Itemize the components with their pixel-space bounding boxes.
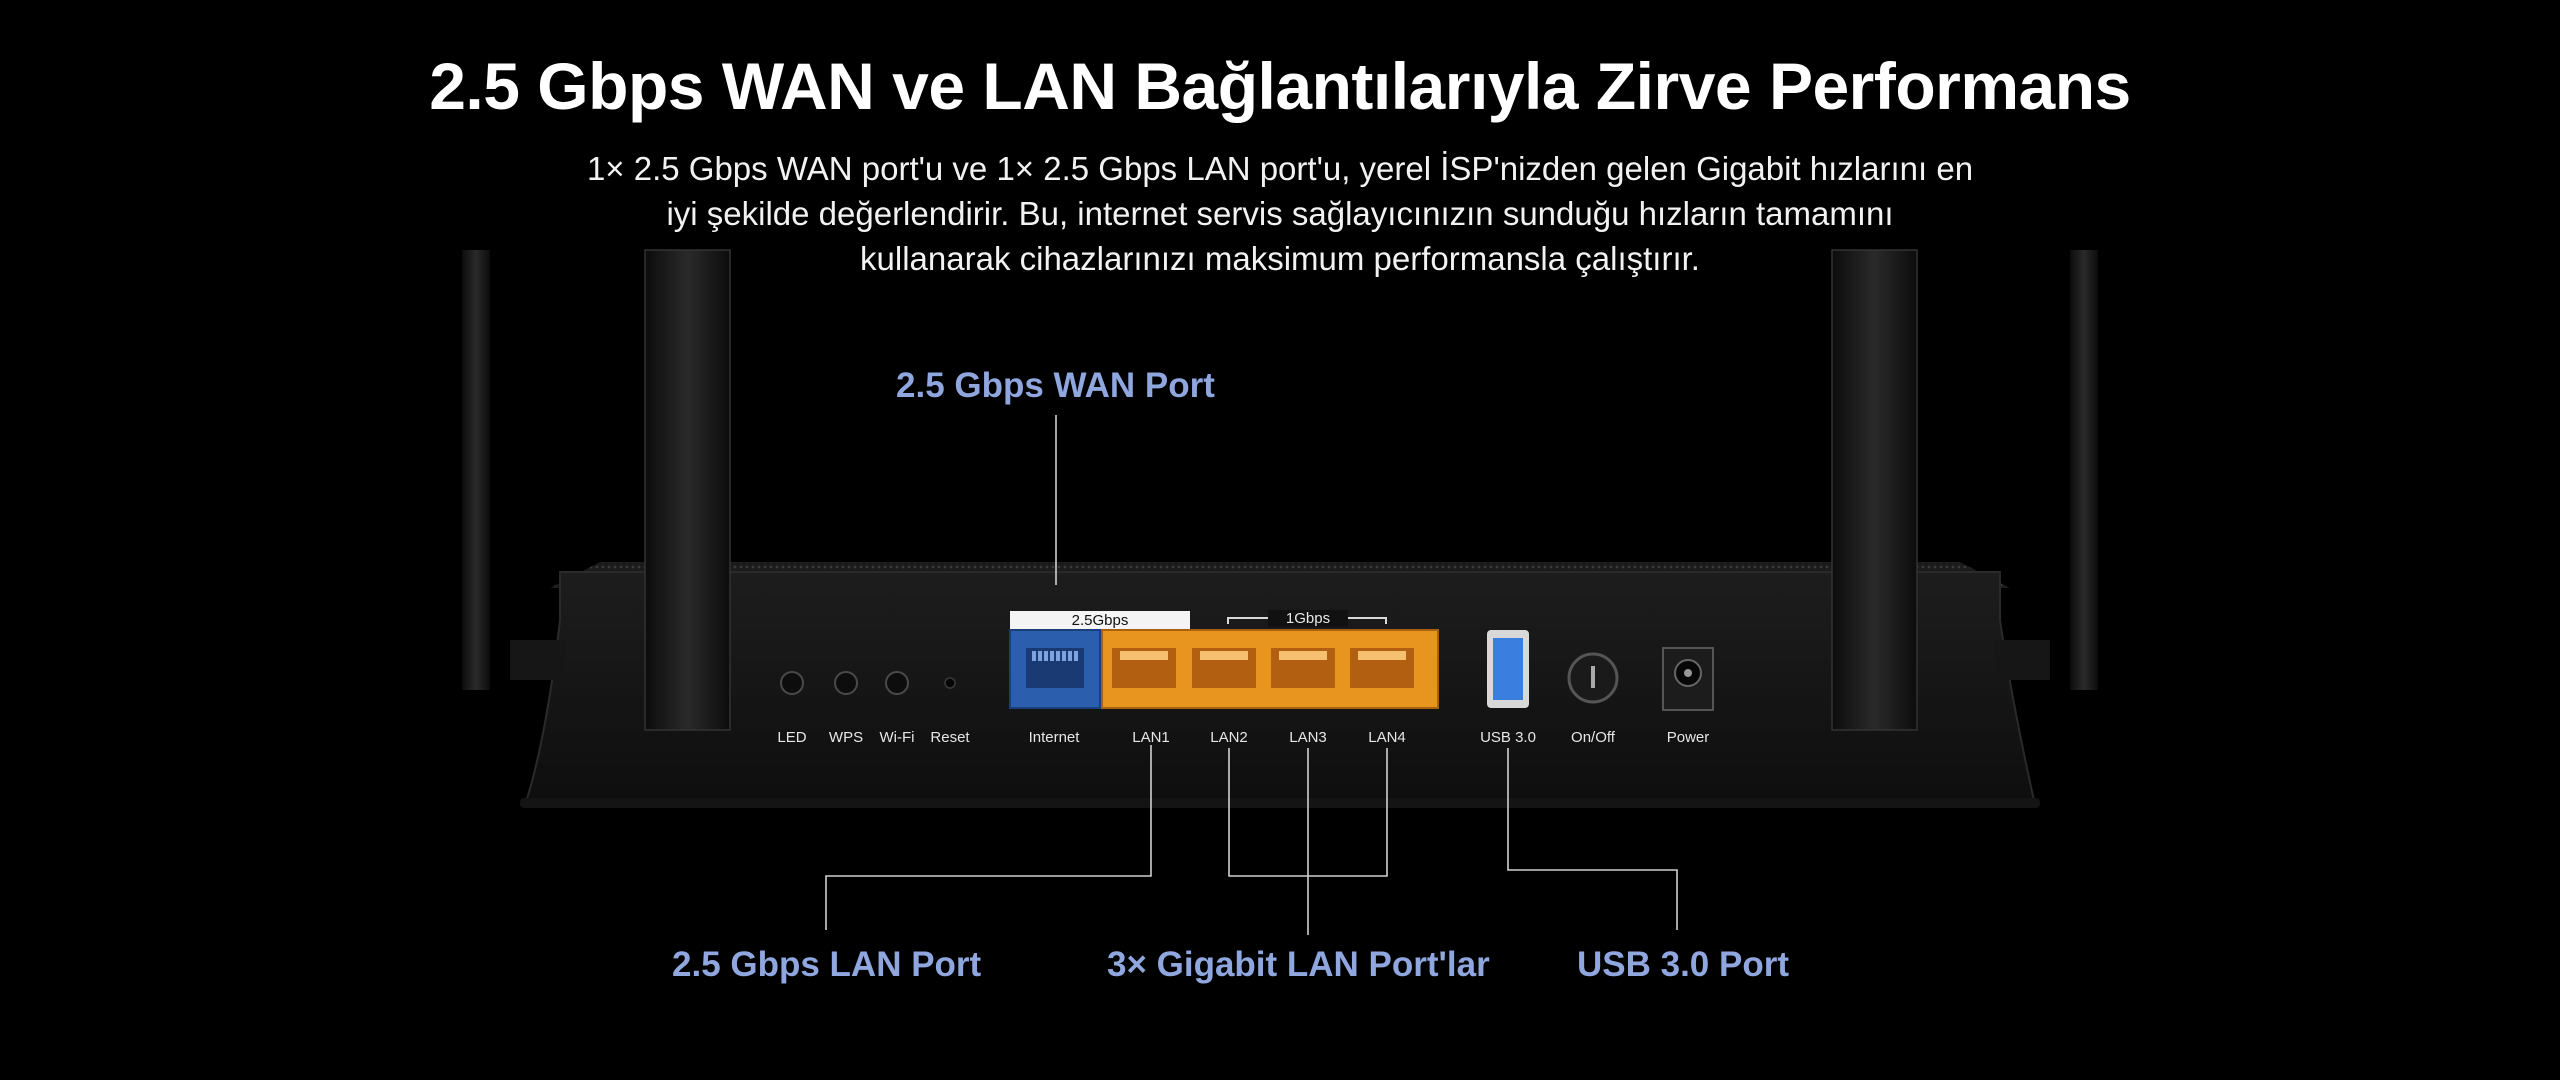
label-led: LED: [777, 729, 807, 746]
label-reset: Reset: [930, 729, 970, 746]
label-wps: WPS: [828, 729, 864, 746]
usb-port-inner: [1493, 638, 1523, 700]
description-line-1: 1× 2.5 Gbps WAN port'u ve 1× 2.5 Gbps LA…: [586, 150, 1974, 187]
antenna-back-left: [462, 250, 490, 690]
callout-wan-port: 2.5 Gbps WAN Port: [896, 366, 1215, 405]
label-usb: USB 3.0: [1480, 729, 1536, 746]
callout-gigabit-lan-ports: 3× Gigabit LAN Port'lar: [1107, 945, 1490, 984]
lan1-leader: [825, 745, 1152, 930]
hinge-left: [510, 640, 565, 680]
label-lan3: LAN3: [1289, 729, 1327, 746]
speed-label-25: 2.5Gbps: [1071, 612, 1129, 629]
power-switch-mark: [1591, 666, 1595, 688]
label-lan2: LAN2: [1210, 729, 1248, 746]
description-line-3: kullanarak cihazlarınızı maksimum perfor…: [860, 240, 1700, 277]
speed-label-1: 1Gbps: [1268, 610, 1348, 627]
reset-hole: [944, 677, 956, 689]
usb-leader: [1507, 748, 1678, 930]
label-wifi: Wi-Fi: [879, 729, 915, 746]
hinge-right: [1995, 640, 2050, 680]
label-lan1: LAN1: [1132, 729, 1170, 746]
wps-button: [834, 671, 858, 695]
wifi-button: [885, 671, 909, 695]
speed-strip-25: [1010, 611, 1190, 630]
headline: 2.5 Gbps WAN ve LAN Bağlantılarıyla Zirv…: [429, 49, 2131, 123]
led-button: [780, 671, 804, 695]
gigabit-leader: [1228, 748, 1388, 935]
label-lan4: LAN4: [1368, 729, 1406, 746]
dc-power-pin: [1684, 669, 1692, 677]
wan-port-pins: [1032, 651, 1078, 661]
label-power: Power: [1666, 729, 1710, 746]
description-line-2: iyi şekilde değerlendirir. Bu, internet …: [666, 195, 1894, 232]
label-onoff: On/Off: [1571, 729, 1615, 746]
callout-lan25-port: 2.5 Gbps LAN Port: [672, 945, 982, 984]
antenna-front-left: [644, 249, 731, 731]
lan-pins: [1120, 651, 1406, 660]
antenna-front-right: [1831, 249, 1918, 731]
antenna-back-right: [2070, 250, 2098, 690]
leader-lines: [825, 415, 1678, 935]
label-internet: Internet: [1028, 729, 1080, 746]
description: 1× 2.5 Gbps WAN port'u ve 1× 2.5 Gbps LA…: [560, 146, 2000, 281]
callout-usb-port: USB 3.0 Port: [1577, 945, 1789, 984]
router-base: [520, 798, 2040, 808]
